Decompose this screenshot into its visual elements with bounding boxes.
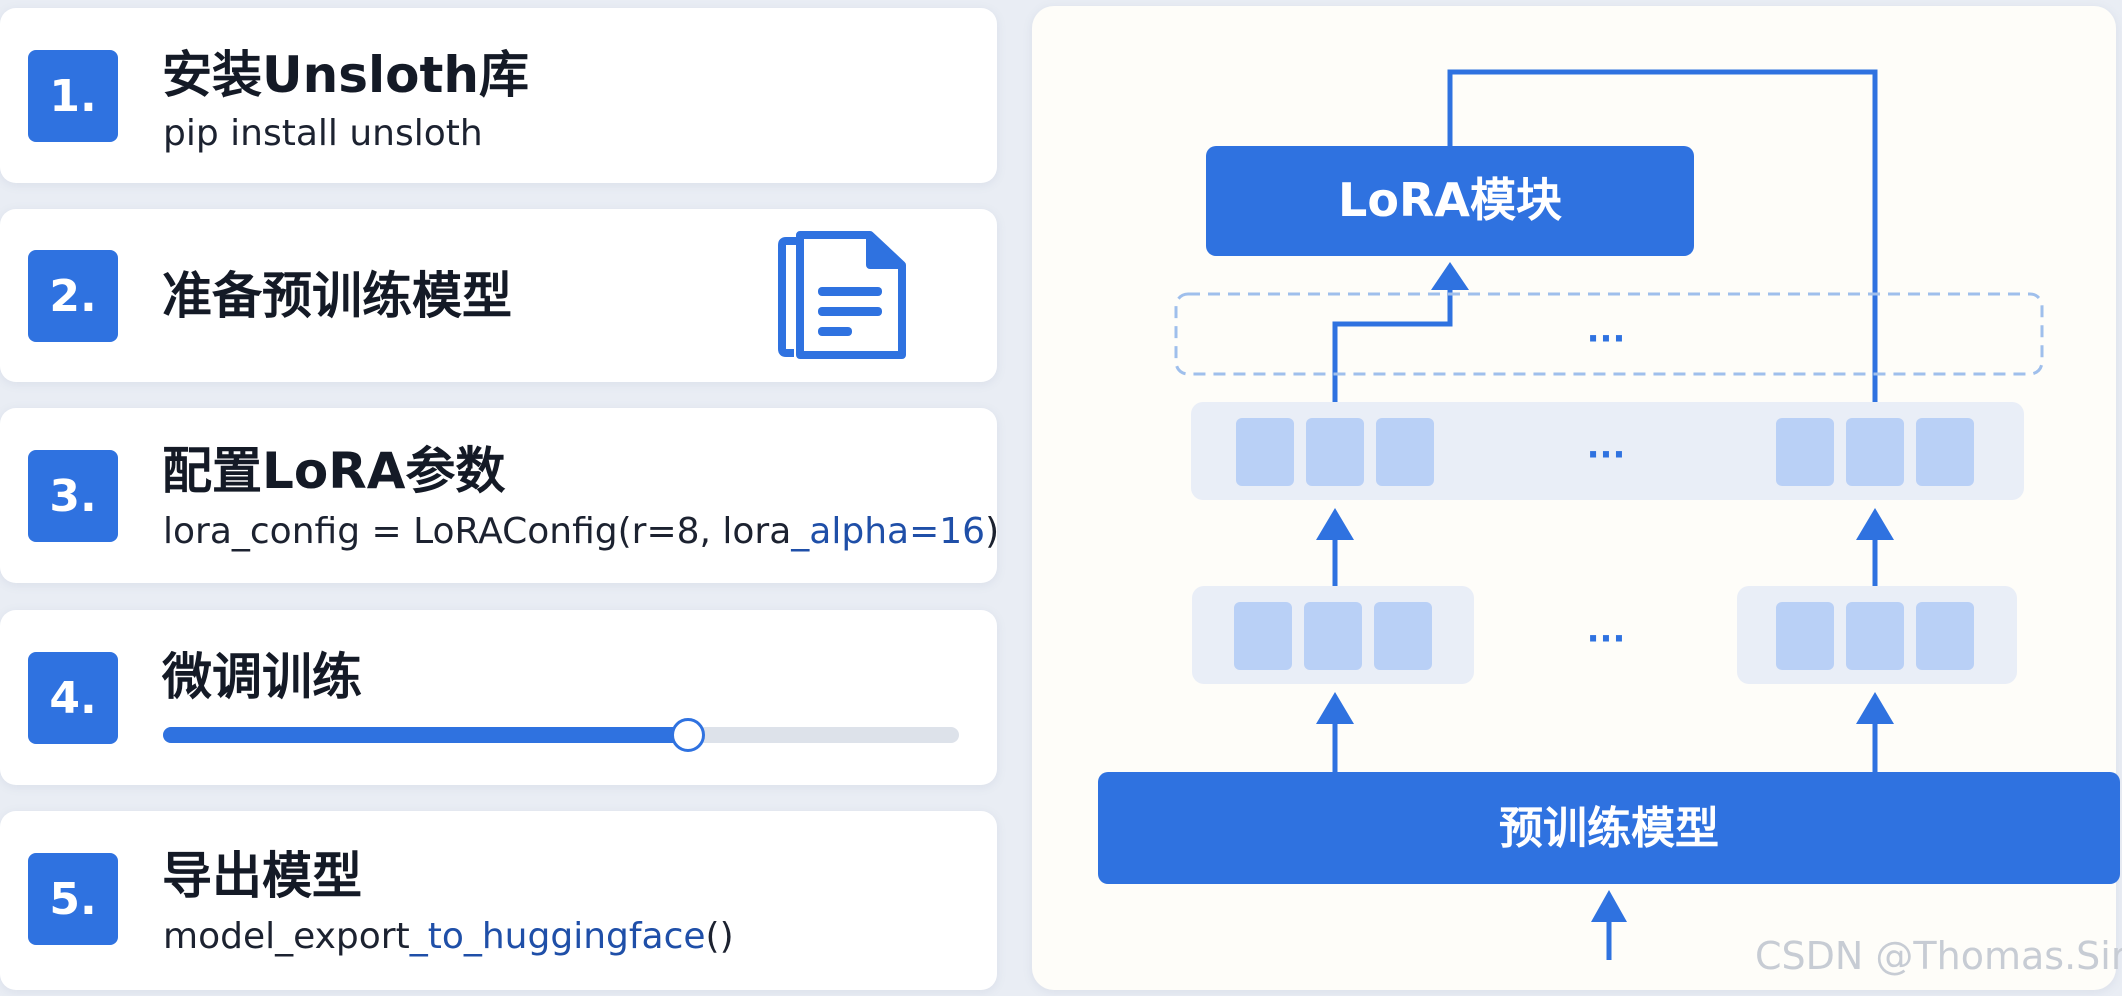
step-number-badge: 4. [28,652,118,744]
lower-layer-ellipsis: ··· [1587,619,1626,659]
connector-arrow-left [1332,268,1453,402]
arrow-up-head [1856,508,1894,540]
step-title: 配置LoRA参数 [162,442,506,500]
code-highlight: _to_huggingface [409,916,706,957]
lower-cell [1846,602,1904,670]
code-text: model_export [163,916,410,957]
step-code: model_export_to_huggingface() [163,919,734,955]
step-card-configure-lora: 3. 配置LoRA参数 lora_config = LoRAConfig(r=8… [0,408,999,583]
upper-cell [1306,418,1364,486]
progress-handle[interactable] [671,718,706,752]
pretrained-model-label: 预训练模型 [1499,803,1719,854]
step-card-finetune: 4. 微调训练 [0,610,997,785]
connector-arrow-left-head [1431,262,1469,290]
lower-cell [1776,602,1834,670]
lower-cell [1304,602,1362,670]
pretrained-model-box [1098,772,2120,884]
code-text: lora_config = LoRAConfig(r=8, lora [163,511,792,552]
lora-module-label: LoRA模块 [1338,173,1562,227]
step-title: 安装Unsloth库 [162,46,529,104]
arrow-up-head [1316,692,1354,724]
step-card-export: 5. 导出模型 model_export_to_huggingface() [0,811,997,990]
step-title: 导出模型 [162,847,362,905]
upper-cell [1846,418,1904,486]
lower-cell [1374,602,1432,670]
code-highlight: _alpha=16 [791,511,986,552]
code-text-tail: () [705,916,734,957]
document-icon [778,231,906,365]
lower-cell [1234,602,1292,670]
step-code: lora_config = LoRAConfig(r=8, lora_alpha… [163,514,999,550]
step-title: 微调训练 [162,648,362,706]
arrow-up-head [1856,692,1894,724]
step-title: 准备预训练模型 [162,267,512,325]
step-number-badge: 5. [28,853,118,945]
step-card-prepare-model: 2. 准备预训练模型 [0,209,997,382]
input-arrow-head [1591,890,1627,922]
dashed-layer-ellipsis: ··· [1587,319,1626,359]
code-text-tail: ) [985,511,1000,552]
upper-cell [1376,418,1434,486]
upper-cell [1916,418,1974,486]
upper-cell [1776,418,1834,486]
step-number-badge: 1. [28,50,118,142]
lower-cell [1916,602,1974,670]
lora-module-box [1206,146,1694,256]
connector-line-right [1447,69,1878,402]
progress-fill [163,727,689,743]
training-progress-bar [163,718,959,752]
step-number-badge: 3. [28,450,118,542]
step-number-badge: 2. [28,250,118,342]
arrow-up-head [1316,508,1354,540]
upper-cell [1236,418,1294,486]
dashed-layer [1174,292,2044,376]
step-card-install: 1. 安装Unsloth库 pip install unsloth [0,8,997,183]
watermark: CSDN @Thomas.Sir [1755,934,2122,978]
step-code: pip install unsloth [163,113,483,154]
upper-layer-ellipsis: ··· [1587,435,1626,475]
